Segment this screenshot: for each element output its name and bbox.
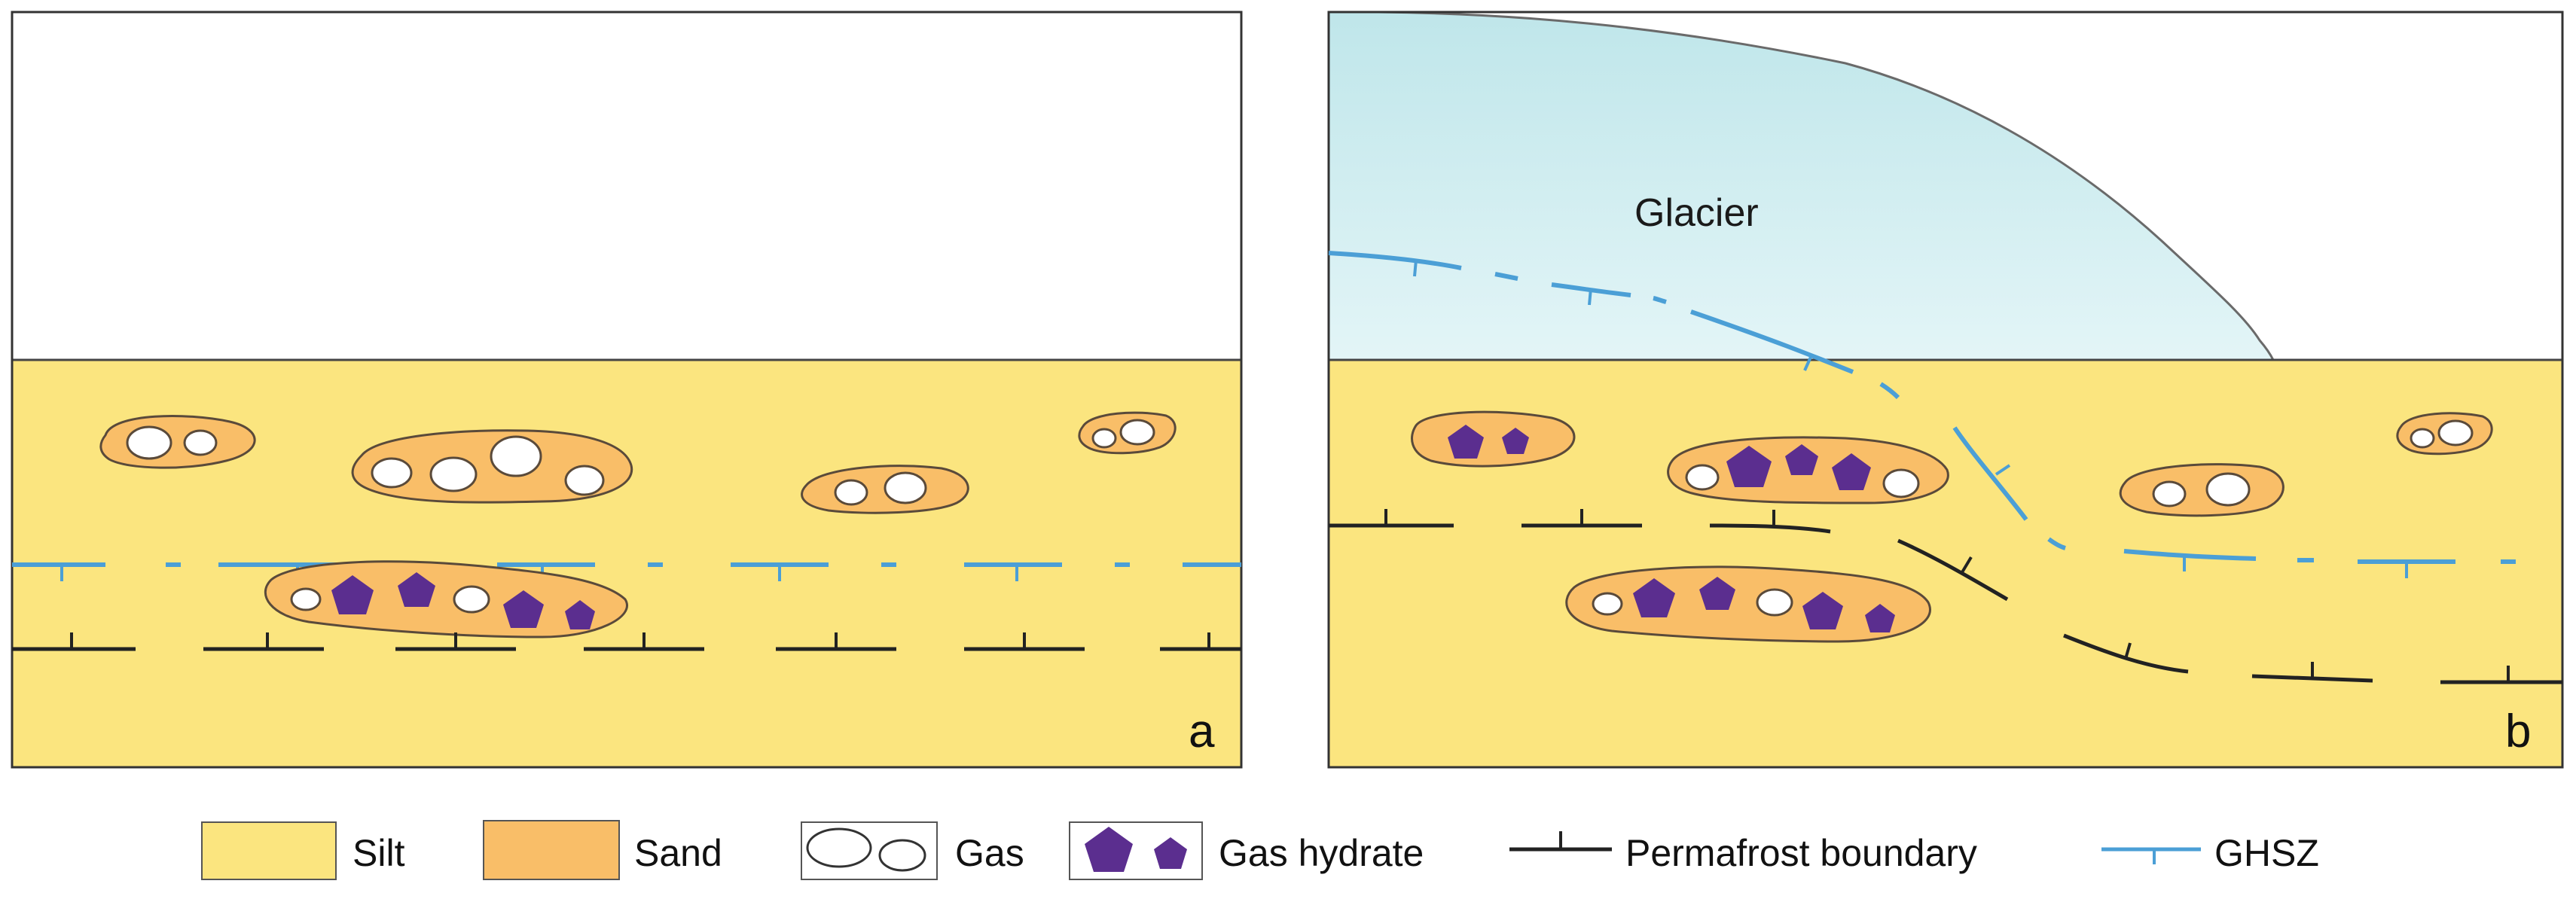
sand-lens	[99, 415, 256, 469]
panel-b-frame	[1327, 11, 2564, 769]
ghsz-line	[12, 562, 1241, 581]
legend-item-silt: Silt	[201, 821, 405, 880]
gas-hydrate-pentagon-icon	[1502, 428, 1529, 454]
panel-a-letter: a	[1189, 705, 1215, 757]
gas-bubble-icon	[371, 457, 413, 489]
gas-hydrate-pentagon-icon	[1802, 592, 1843, 629]
panel-a-sky	[12, 12, 1241, 360]
gas-hydrate-pentagon-icon	[1832, 453, 1871, 490]
sand-lens	[1667, 436, 1949, 504]
gas-bubble-icon	[878, 839, 926, 872]
gas-bubble-icon	[2437, 419, 2474, 446]
legend-label-ghsz: GHSZ	[2214, 832, 2319, 874]
legend-label-sand: Sand	[634, 832, 722, 874]
glacier	[1327, 11, 2275, 361]
gas-hydrate-pentagon-icon	[1865, 604, 1895, 632]
glacier-label: Glacier	[1634, 191, 1759, 235]
gas-bubble-icon	[1756, 588, 1793, 617]
legend: Silt Sand Gas Gas hydrate Permafrost bou…	[201, 820, 2319, 880]
sand-lens	[351, 429, 633, 504]
legend-item-gas-hydrate: Gas hydrate	[1069, 821, 1424, 880]
gas-bubble-icon	[453, 585, 490, 614]
legend-item-permafrost: Permafrost boundary	[1509, 831, 1977, 874]
gas-bubble-icon	[126, 425, 172, 460]
sand-lens	[2119, 463, 2285, 517]
gas-bubble-icon	[1119, 419, 1155, 446]
gas-hydrate-pentagon-icon	[1154, 837, 1187, 869]
legend-item-gas: Gas	[801, 821, 1024, 880]
sand-lens	[1078, 411, 1177, 455]
gas-bubble-icon	[564, 465, 605, 496]
gas-bubble-icon	[1685, 464, 1720, 491]
permafrost-line-curved	[1329, 509, 2562, 684]
sand-lens	[2396, 412, 2493, 456]
sand-lens	[1565, 565, 1931, 643]
gas-hydrate-pentagon-icon	[1785, 444, 1818, 475]
sand-swatch	[483, 820, 620, 880]
legend-label-permafrost: Permafrost boundary	[1625, 832, 1977, 874]
panel-b-letter: b	[2505, 705, 2531, 757]
panel-b: Glacier	[1327, 11, 2564, 769]
legend-label-gas: Gas	[955, 832, 1024, 874]
gas-hydrate-pentagon-icon	[503, 590, 544, 628]
gas-hydrate-pentagon-icon	[1633, 578, 1675, 617]
legend-item-ghsz: GHSZ	[2101, 832, 2319, 874]
gas-bubble-icon	[290, 587, 322, 611]
gas-hydrate-pentagon-icon	[565, 600, 595, 629]
legend-label-silt: Silt	[353, 832, 405, 874]
gas-hydrate-pentagon-icon	[398, 572, 435, 607]
silt-swatch	[201, 821, 337, 880]
gas-bubble-icon	[490, 435, 542, 477]
legend-label-gas-hydrate: Gas hydrate	[1219, 832, 1424, 874]
gas-bubble-icon	[834, 479, 868, 506]
sand-lens	[264, 560, 628, 638]
gas-bubble-icon	[2152, 480, 2187, 507]
gas-bubble-icon	[183, 429, 218, 456]
gas-bubble-icon	[884, 471, 927, 504]
gas-hydrate-pentagon-icon	[1448, 425, 1484, 459]
panel-a: a	[11, 11, 1243, 769]
sand-lens	[1411, 410, 1576, 468]
gas-bubble-icon	[1592, 592, 1623, 616]
gas-bubble-icon	[2410, 428, 2435, 449]
gas-hydrate-pentagon-icon	[331, 575, 374, 614]
gas-bubble-icon	[1091, 428, 1117, 449]
gas-hydrate-pentagon-icon	[1085, 827, 1133, 872]
gas-bubble-icon	[429, 456, 478, 492]
gas-hydrate-pentagon-icon	[1726, 446, 1772, 487]
panel-a-frame	[11, 11, 1243, 769]
gas-bubble-icon	[2205, 472, 2251, 507]
permafrost-line	[12, 632, 1241, 651]
gas-bubble-icon	[1882, 468, 1920, 498]
sand-lens	[801, 465, 969, 514]
gas-hydrate-pentagon-icon	[1699, 577, 1735, 610]
ghsz-line-curved	[1328, 251, 2516, 578]
legend-item-sand: Sand	[483, 820, 722, 880]
gas-bubble-icon	[806, 827, 872, 868]
